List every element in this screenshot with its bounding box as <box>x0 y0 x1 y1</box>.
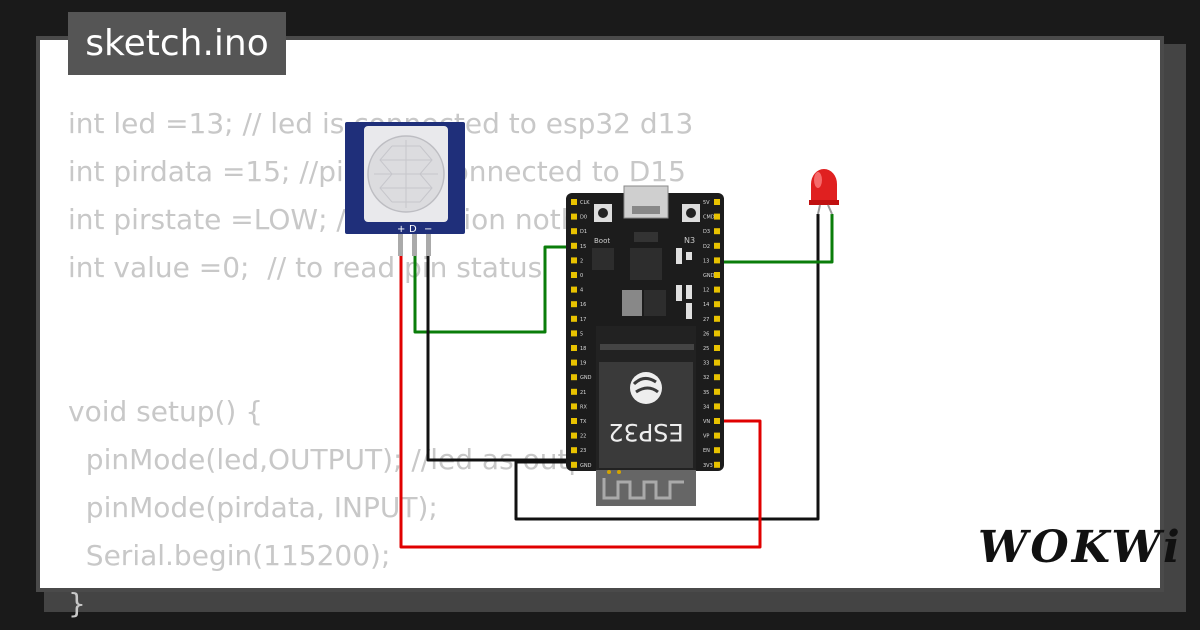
esp32-pin-right[interactable] <box>714 315 720 322</box>
esp32-pin-label: 17 <box>580 317 586 323</box>
esp32-pin-label: 13 <box>703 258 709 264</box>
esp32-pin-right[interactable] <box>714 388 720 395</box>
esp32-pin-right[interactable] <box>714 213 720 220</box>
boot-label: Boot <box>594 237 610 245</box>
esp32-pin-label: GND <box>703 273 715 279</box>
file-tab[interactable]: sketch.ino <box>68 12 286 75</box>
esp32-pin-label: GND <box>580 375 592 381</box>
esp32-pin-left[interactable] <box>571 213 577 220</box>
esp32-pin-label: 22 <box>580 434 586 440</box>
esp32-pin-label: 4 <box>580 288 583 294</box>
wire-pir-data <box>413 245 572 334</box>
esp32-pin-left[interactable] <box>571 272 577 278</box>
esp32-pin-label: 15 <box>580 244 586 250</box>
esp32-pin-label: CLK <box>580 200 590 206</box>
esp32-pin-right[interactable] <box>714 374 720 381</box>
esp32-pin-label: 27 <box>703 317 709 323</box>
esp32-pin-right[interactable] <box>714 257 720 264</box>
esp32-board[interactable]: Boot N3 ESP32 CLKD0D115204161751819GND21… <box>566 185 724 506</box>
esp32-pin-left[interactable] <box>571 257 577 264</box>
esp32-pin-left[interactable] <box>571 330 577 337</box>
pir-sensor[interactable]: + D − <box>345 122 465 256</box>
esp32-pin-label: D3 <box>703 229 710 235</box>
esp32-pin-label: D0 <box>580 215 587 221</box>
esp32-pin-label: 12 <box>703 288 709 294</box>
esp32-pin-label: GND <box>580 463 592 469</box>
esp32-pin-left[interactable] <box>571 286 577 293</box>
esp32-pin-label: 19 <box>580 361 586 367</box>
esp32-pin-label: 18 <box>580 346 586 352</box>
pir-pin-data-label: D <box>409 224 417 235</box>
esp32-pin-label: 34 <box>703 404 709 410</box>
esp32-pin-left[interactable] <box>571 345 577 351</box>
wire-gnd-led <box>514 214 820 521</box>
esp32-pin-right[interactable] <box>714 418 720 424</box>
esp32-pin-left[interactable] <box>571 301 577 308</box>
esp32-pin-left[interactable] <box>571 359 577 366</box>
esp32-pin-left[interactable] <box>571 374 577 381</box>
esp32-pin-label: 5V <box>703 200 710 206</box>
esp32-pin-label: 0 <box>580 273 583 279</box>
esp32-pin-left[interactable] <box>571 388 577 395</box>
esp32-pin-right[interactable] <box>714 345 720 351</box>
esp32-pin-label: 33 <box>703 361 709 367</box>
esp32-pin-right[interactable] <box>714 359 720 366</box>
code-line: Serial.begin(115200); <box>68 539 391 572</box>
esp32-pin-label: 5 <box>580 331 583 337</box>
wire-pir-vcc <box>399 252 762 549</box>
esp32-pin-label: D2 <box>703 244 710 250</box>
esp32-pin-label: 23 <box>580 448 586 454</box>
esp32-pin-right[interactable] <box>714 228 720 235</box>
wokwi-logo: WOKWi <box>978 522 1183 573</box>
esp32-pin-right[interactable] <box>714 242 720 249</box>
wire-pir-gnd <box>426 252 570 462</box>
code-line: } <box>68 587 86 620</box>
esp32-pin-label: 21 <box>580 390 586 396</box>
esp32-pin-right[interactable] <box>714 199 720 205</box>
esp32-pin-right[interactable] <box>714 403 720 410</box>
esp32-pin-label: CMD <box>703 215 715 221</box>
esp32-pin-label: 32 <box>703 375 709 381</box>
esp32-pin-left[interactable] <box>571 447 577 454</box>
n3-label: N3 <box>684 236 695 245</box>
esp32-chip-label: ESP32 <box>608 418 683 446</box>
esp32-pin-label: 16 <box>580 302 586 308</box>
esp32-pin-label: 35 <box>703 390 709 396</box>
esp32-pin-left[interactable] <box>571 418 577 424</box>
esp32-pin-left[interactable] <box>571 199 577 205</box>
esp32-pin-label: 3V3 <box>703 463 713 469</box>
red-led[interactable] <box>809 169 839 215</box>
esp32-pin-label: RX <box>580 404 587 410</box>
esp32-pin-label: TX <box>579 419 587 425</box>
esp32-pin-right[interactable] <box>714 461 720 468</box>
esp32-pin-right[interactable] <box>714 286 720 293</box>
esp32-pin-right[interactable] <box>714 272 720 278</box>
esp32-pin-right[interactable] <box>714 447 720 454</box>
wire-led-d13 <box>716 214 834 264</box>
pir-pin-plus-label: + <box>397 224 405 235</box>
esp32-pin-right[interactable] <box>714 330 720 337</box>
pir-pin-minus-label: − <box>424 224 432 235</box>
esp32-pin-left[interactable] <box>571 228 577 235</box>
code-line: pinMode(pirdata, INPUT); <box>68 491 438 524</box>
code-line: int value =0; // to read pin status <box>68 251 543 284</box>
esp32-pin-right[interactable] <box>714 432 720 439</box>
esp32-pin-left[interactable] <box>571 242 577 249</box>
esp32-pin-label: 14 <box>703 302 709 308</box>
esp32-pin-label: 25 <box>703 346 709 352</box>
code-line: void setup() { <box>68 395 264 428</box>
esp32-pin-label: EN <box>703 448 710 454</box>
esp32-pin-left[interactable] <box>571 403 577 410</box>
esp32-pin-left[interactable] <box>571 461 577 468</box>
esp32-pin-right[interactable] <box>714 301 720 308</box>
esp32-pin-label: VP <box>703 434 709 440</box>
esp32-pin-left[interactable] <box>571 315 577 322</box>
esp32-pin-label: D1 <box>580 229 587 235</box>
esp32-pin-label: VN <box>703 419 710 425</box>
esp32-pin-label: 26 <box>703 331 709 337</box>
esp32-pin-label: 2 <box>580 258 583 264</box>
esp32-pin-left[interactable] <box>571 432 577 439</box>
